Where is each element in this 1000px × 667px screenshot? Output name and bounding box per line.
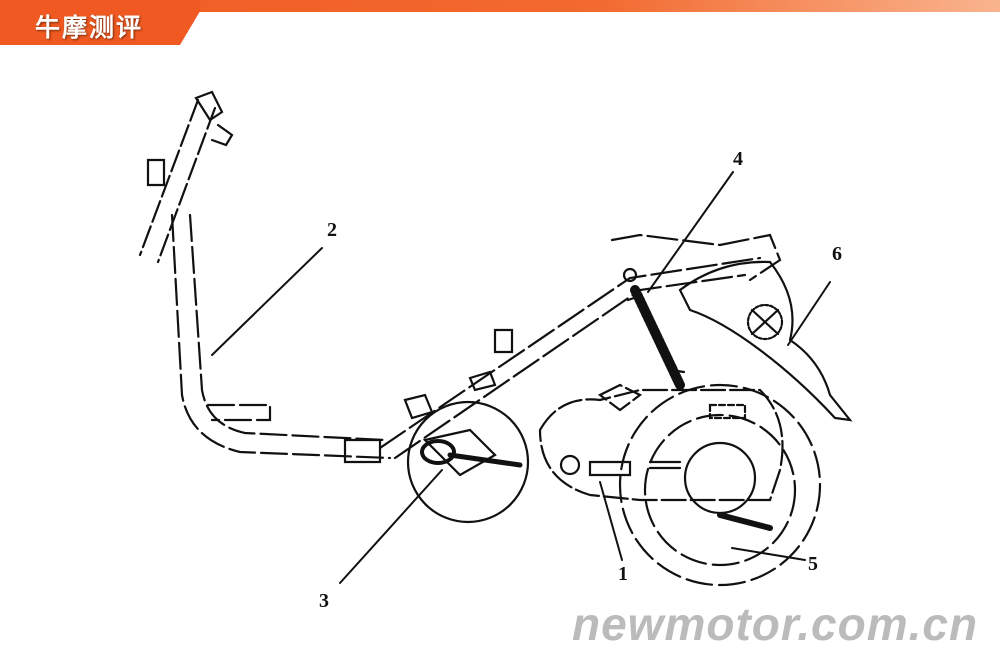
callout-3: 3 [319,590,329,612]
header-tab [0,0,200,45]
leader-lines [211,171,831,584]
watermark: newmotor.com.cn [572,598,979,650]
brake-arm [717,512,773,531]
callout-2: 2 [327,219,337,241]
pivot-circle [406,400,530,524]
callout-6: 6 [832,243,842,265]
header-title: 牛摩测评 [35,13,144,42]
rear-wheel [618,383,822,587]
rear-shock [626,285,686,390]
callout-5: 5 [808,553,818,575]
head-tube [138,90,234,264]
callout-1: 1 [618,563,628,585]
down-tube [170,213,392,460]
header-strip [0,0,1000,12]
brackets [343,267,638,464]
callout-4: 4 [733,148,743,170]
engine-link [420,428,523,477]
rear-fender [678,260,853,422]
